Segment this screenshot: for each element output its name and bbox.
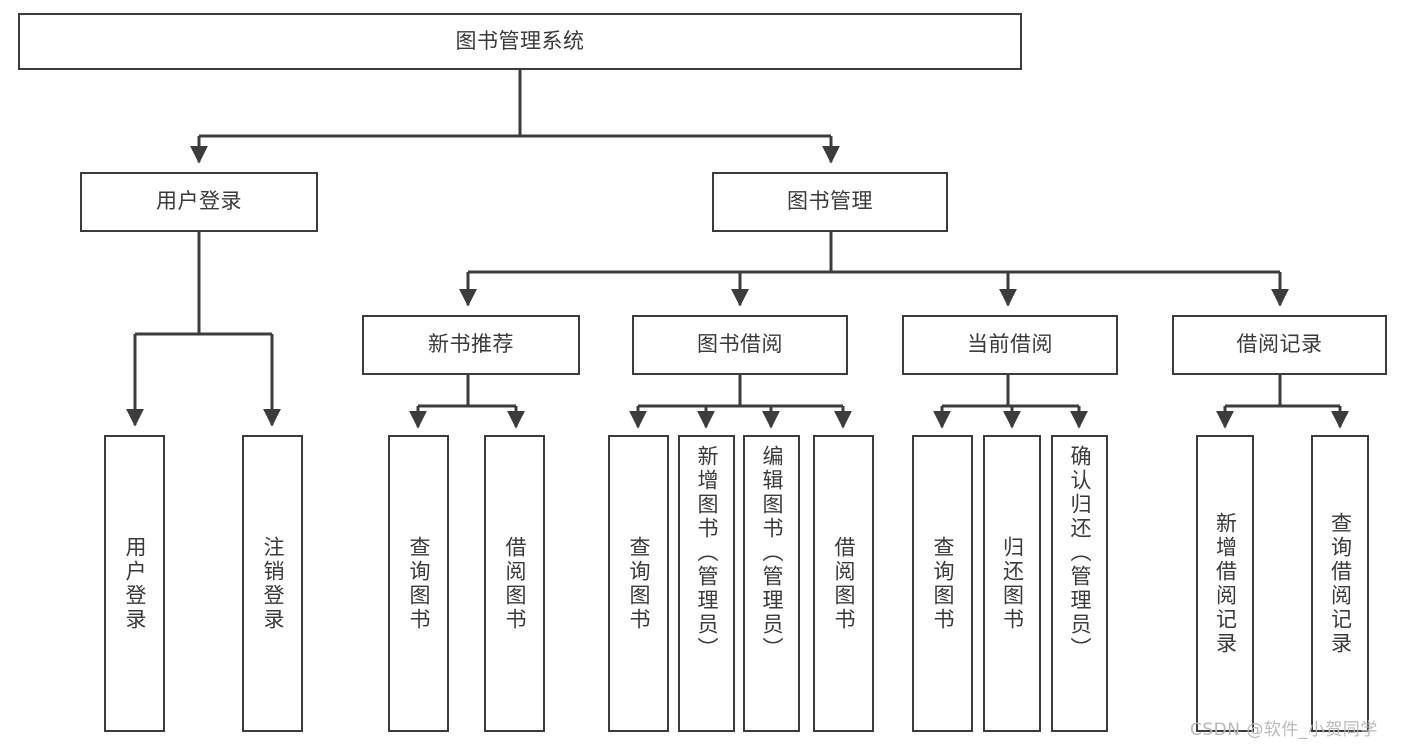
node-borrow-record-label: 借阅记录 [1236, 332, 1323, 357]
node-new-book-rec[interactable]: 新书推荐 [362, 315, 580, 375]
node-leaf-query-record-label: 查询借阅记录 [1328, 511, 1353, 656]
node-leaf-borrow-book-2-label: 借阅图书 [832, 535, 856, 632]
node-current-borrow[interactable]: 当前借阅 [902, 315, 1118, 375]
node-book-borrow-label: 图书借阅 [697, 332, 783, 357]
node-leaf-borrow-book-1-label: 借阅图书 [503, 535, 527, 632]
watermark: CSDN @软件_小贺同学 [1190, 720, 1378, 740]
node-leaf-add-record-label: 新增借阅记录 [1213, 511, 1238, 656]
node-leaf-confirm-return-label: 确认归还（管理员） [1068, 445, 1092, 661]
node-leaf-edit-book-label: 编辑图书（管理员） [760, 445, 784, 661]
node-user-login-label: 用户登录 [156, 189, 242, 214]
node-leaf-query-book-1[interactable]: 查询图书 [388, 435, 449, 732]
node-leaf-query-book-3[interactable]: 查询图书 [912, 435, 973, 732]
node-leaf-confirm-return[interactable]: 确认归还（管理员） [1051, 435, 1108, 732]
node-leaf-query-book-3-label: 查询图书 [931, 535, 955, 632]
node-leaf-add-book[interactable]: 新增图书（管理员） [678, 435, 735, 732]
node-borrow-record[interactable]: 借阅记录 [1172, 315, 1387, 375]
node-leaf-add-record[interactable]: 新增借阅记录 [1196, 435, 1254, 732]
node-leaf-query-record[interactable]: 查询借阅记录 [1311, 435, 1369, 732]
node-root[interactable]: 图书管理系统 [18, 13, 1022, 70]
node-root-label: 图书管理系统 [455, 28, 585, 53]
node-leaf-borrow-book-1[interactable]: 借阅图书 [484, 435, 545, 732]
node-leaf-query-book-1-label: 查询图书 [407, 535, 431, 632]
node-book-manage[interactable]: 图书管理 [712, 172, 948, 232]
node-new-book-rec-label: 新书推荐 [428, 332, 514, 357]
node-leaf-user-login[interactable]: 用户登录 [104, 435, 165, 732]
node-leaf-logout-label: 注销登录 [261, 535, 285, 632]
node-leaf-query-book-2-label: 查询图书 [627, 535, 651, 632]
node-leaf-add-book-label: 新增图书（管理员） [695, 445, 719, 661]
node-user-login[interactable]: 用户登录 [80, 172, 318, 232]
node-leaf-user-login-label: 用户登录 [123, 535, 147, 632]
node-current-borrow-label: 当前借阅 [967, 332, 1053, 357]
node-leaf-edit-book[interactable]: 编辑图书（管理员） [743, 435, 800, 732]
node-leaf-borrow-book-2[interactable]: 借阅图书 [813, 435, 874, 732]
node-leaf-logout[interactable]: 注销登录 [242, 435, 303, 732]
node-book-manage-label: 图书管理 [787, 189, 873, 214]
node-leaf-return-book-label: 归还图书 [1000, 535, 1025, 632]
node-leaf-return-book[interactable]: 归还图书 [983, 435, 1041, 732]
node-leaf-query-book-2[interactable]: 查询图书 [608, 435, 669, 732]
node-book-borrow[interactable]: 图书借阅 [632, 315, 848, 375]
